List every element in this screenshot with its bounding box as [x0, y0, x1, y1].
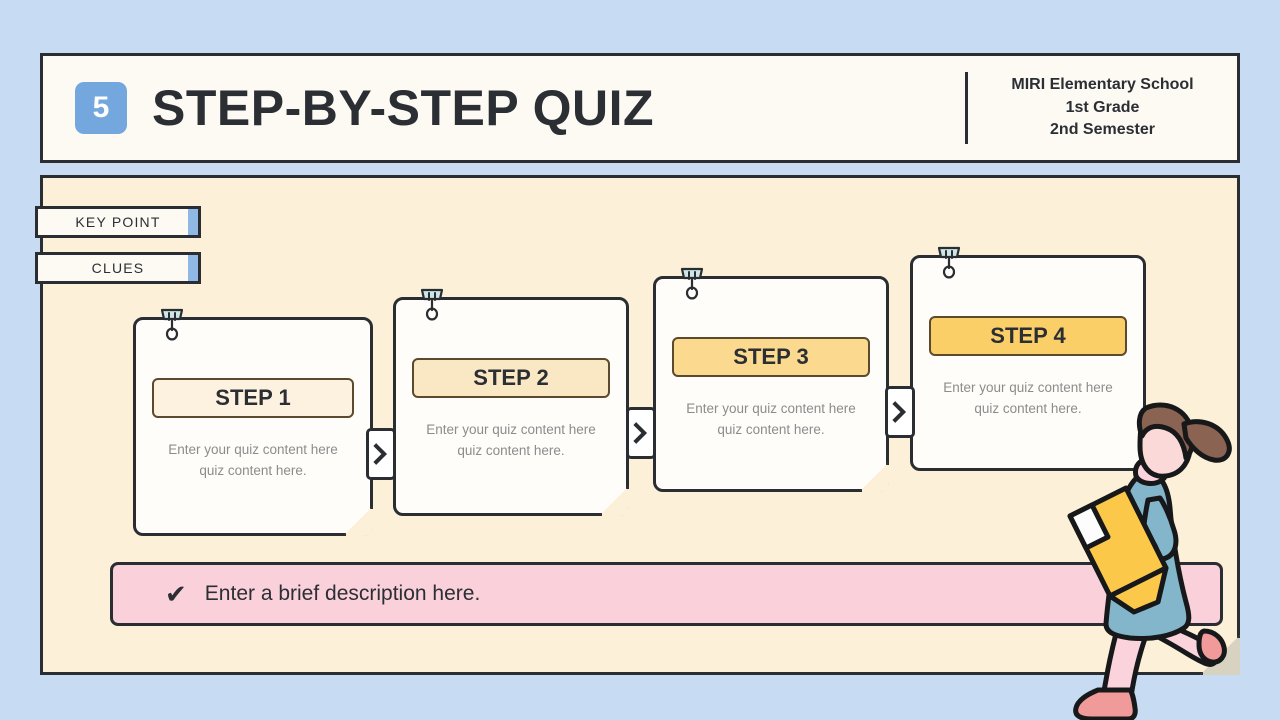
slide-number-badge: 5 [75, 82, 127, 134]
step-title-1: STEP 1 [215, 385, 291, 410]
school-name: MIRI Elementary School [1011, 75, 1194, 93]
check-icon: ✔ [165, 579, 187, 609]
step-body-3: Enter your quiz content here quiz conten… [686, 401, 856, 437]
step-title-2: STEP 2 [473, 365, 549, 390]
step-title-bar-2: STEP 2 [412, 358, 610, 398]
chevron-right-icon [373, 443, 388, 465]
chevron-right-icon [633, 422, 648, 444]
step-body-1: Enter your quiz content here quiz conten… [168, 442, 338, 478]
grade-label: 1st Grade [1065, 98, 1140, 116]
card-corner-fold-1 [343, 506, 373, 536]
step-title-3: STEP 3 [733, 344, 809, 369]
step-body-4: Enter your quiz content here quiz conten… [943, 380, 1113, 416]
tab-label-clues: CLUES [91, 260, 145, 276]
step-title-bar-1: STEP 1 [152, 378, 354, 418]
description-text: Enter a brief description here. [204, 582, 481, 605]
chevron-right-icon [892, 401, 907, 423]
step-card-4[interactable]: STEP 4 Enter your quiz content here quiz… [910, 246, 1146, 471]
semester-label: 2nd Semester [1050, 121, 1155, 139]
card-corner-fold-3 [859, 462, 889, 492]
step-title-bar-3: STEP 3 [672, 337, 870, 377]
slide-header: 5 STEP-BY-STEP QUIZ MIRI Elementary Scho… [40, 53, 1240, 163]
step-title-4: STEP 4 [990, 323, 1066, 348]
binder-clip-icon [935, 246, 963, 286]
header-meta: MIRI Elementary School 1st Grade 2nd Sem… [965, 56, 1215, 160]
tab-label-key-point: KEY POINT [75, 214, 161, 230]
step-card-3[interactable]: STEP 3 Enter your quiz content here quiz… [653, 267, 889, 492]
page-title: STEP-BY-STEP QUIZ [152, 80, 655, 136]
panel-corner-fold [1200, 635, 1240, 675]
card-corner-fold-2 [599, 486, 629, 516]
binder-clip-icon [158, 308, 186, 348]
step-arrow-1-to-2 [366, 428, 396, 480]
step-card-1[interactable]: STEP 1 Enter your quiz content here quiz… [133, 308, 373, 536]
sidebar-item-key-point[interactable]: KEY POINT [35, 206, 201, 238]
step-body-2: Enter your quiz content here quiz conten… [426, 422, 596, 458]
sidebar-item-clues[interactable]: CLUES [35, 252, 201, 284]
description-note[interactable]: ✔ Enter a brief description here. [110, 562, 1223, 626]
header-meta-lines: MIRI Elementary School 1st Grade 2nd Sem… [990, 74, 1215, 142]
step-card-2[interactable]: STEP 2 Enter your quiz content here quiz… [393, 288, 629, 516]
header-divider [965, 72, 968, 144]
step-arrow-3-to-4 [885, 386, 915, 438]
step-title-bar-4: STEP 4 [929, 316, 1127, 356]
binder-clip-icon [418, 288, 446, 328]
step-arrow-2-to-3 [626, 407, 656, 459]
binder-clip-icon [678, 267, 706, 307]
